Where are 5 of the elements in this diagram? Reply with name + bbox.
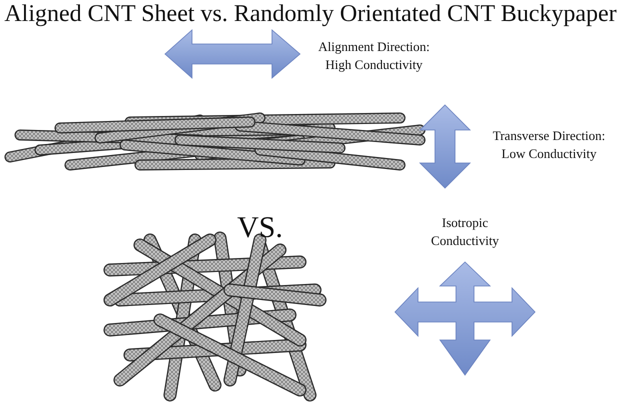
diagram-title: Aligned CNT Sheet vs. Randomly Orientated CNT Buckypaper <box>3 0 618 29</box>
annotation-text: Transverse Direction: Low Conductivity <box>492 127 606 162</box>
annotation-text: Isotropic Conductivity <box>430 214 500 250</box>
annotation-text: Alignment Direction: High Conductivity <box>318 38 430 74</box>
comparison-text: VS. <box>236 210 284 246</box>
